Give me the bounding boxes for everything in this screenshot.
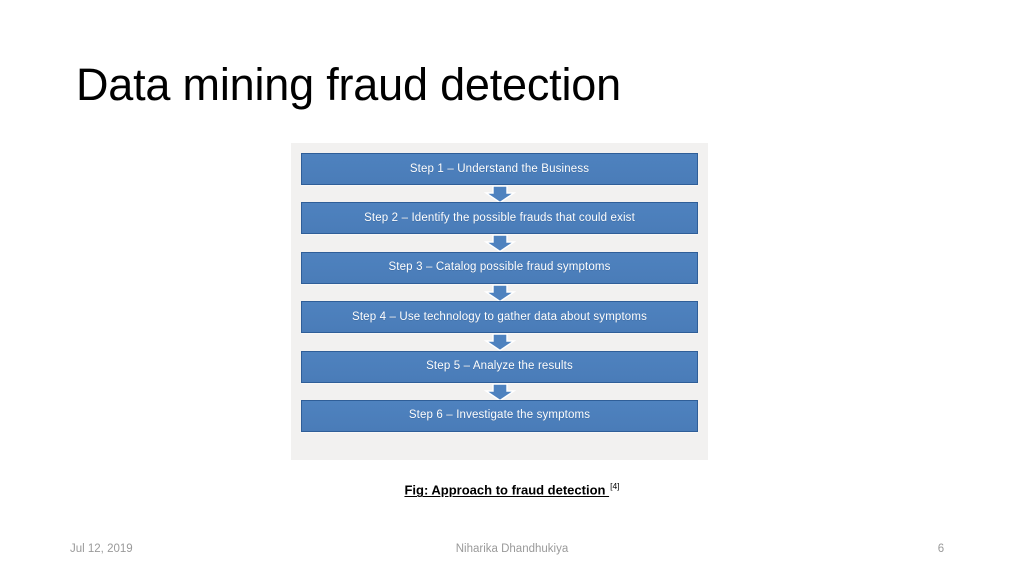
flow-step-box: Step 3 – Catalog possible fraud symptoms bbox=[301, 251, 698, 284]
footer-page-number: 6 bbox=[0, 541, 1024, 557]
flowchart: Step 1 – Understand the Business Step 2 … bbox=[296, 153, 703, 450]
footer-date: Jul 12, 2019 bbox=[70, 543, 133, 555]
flow-step-label: Step 5 – Analyze the results bbox=[426, 360, 573, 373]
flow-step-box: Step 4 – Use technology to gather data a… bbox=[301, 301, 698, 334]
down-block-arrow-icon bbox=[483, 235, 517, 253]
figure-caption-reference: [4] bbox=[610, 481, 620, 491]
fraud-detection-flowchart-figure: Step 1 – Understand the Business Step 2 … bbox=[291, 143, 708, 460]
slide-footer: Jul 12, 2019 Niharika Dhandhukiya 6 bbox=[0, 541, 1024, 559]
flow-step-2: Step 2 – Identify the possible frauds th… bbox=[296, 202, 703, 253]
down-block-arrow-icon bbox=[483, 334, 517, 352]
flow-step-box: Step 6 – Investigate the symptoms bbox=[301, 399, 698, 432]
flow-step-label: Step 3 – Catalog possible fraud symptoms bbox=[388, 261, 611, 274]
down-block-arrow-icon bbox=[483, 186, 517, 203]
flow-step-6: Step 6 – Investigate the symptoms bbox=[296, 399, 703, 449]
flow-step-3: Step 3 – Catalog possible fraud symptoms bbox=[296, 251, 703, 302]
flow-step-box: Step 5 – Analyze the results bbox=[301, 350, 698, 383]
flow-step-5: Step 5 – Analyze the results bbox=[296, 350, 703, 401]
figure-caption-text: Fig: Approach to fraud detection bbox=[404, 482, 610, 498]
page-title: Data mining fraud detection bbox=[76, 59, 621, 110]
flow-step-box: Step 2 – Identify the possible frauds th… bbox=[301, 202, 698, 235]
figure-caption: Fig: Approach to fraud detection [4] bbox=[0, 478, 1024, 498]
footer-author: Niharika Dhandhukiya bbox=[455, 543, 569, 555]
footer-page-number-value: 6 bbox=[937, 543, 945, 555]
flow-step-4: Step 4 – Use technology to gather data a… bbox=[296, 301, 703, 352]
down-block-arrow-icon bbox=[483, 284, 517, 302]
flow-step-label: Step 1 – Understand the Business bbox=[409, 162, 590, 175]
flow-step-box: Step 1 – Understand the Business bbox=[301, 153, 698, 185]
down-block-arrow-icon bbox=[483, 383, 517, 401]
flow-step-label: Step 2 – Identify the possible frauds th… bbox=[364, 211, 635, 224]
flow-step-label: Step 4 – Use technology to gather data a… bbox=[352, 310, 647, 323]
flow-step-1: Step 1 – Understand the Business bbox=[296, 153, 703, 203]
flow-step-label: Step 6 – Investigate the symptoms bbox=[408, 409, 591, 422]
